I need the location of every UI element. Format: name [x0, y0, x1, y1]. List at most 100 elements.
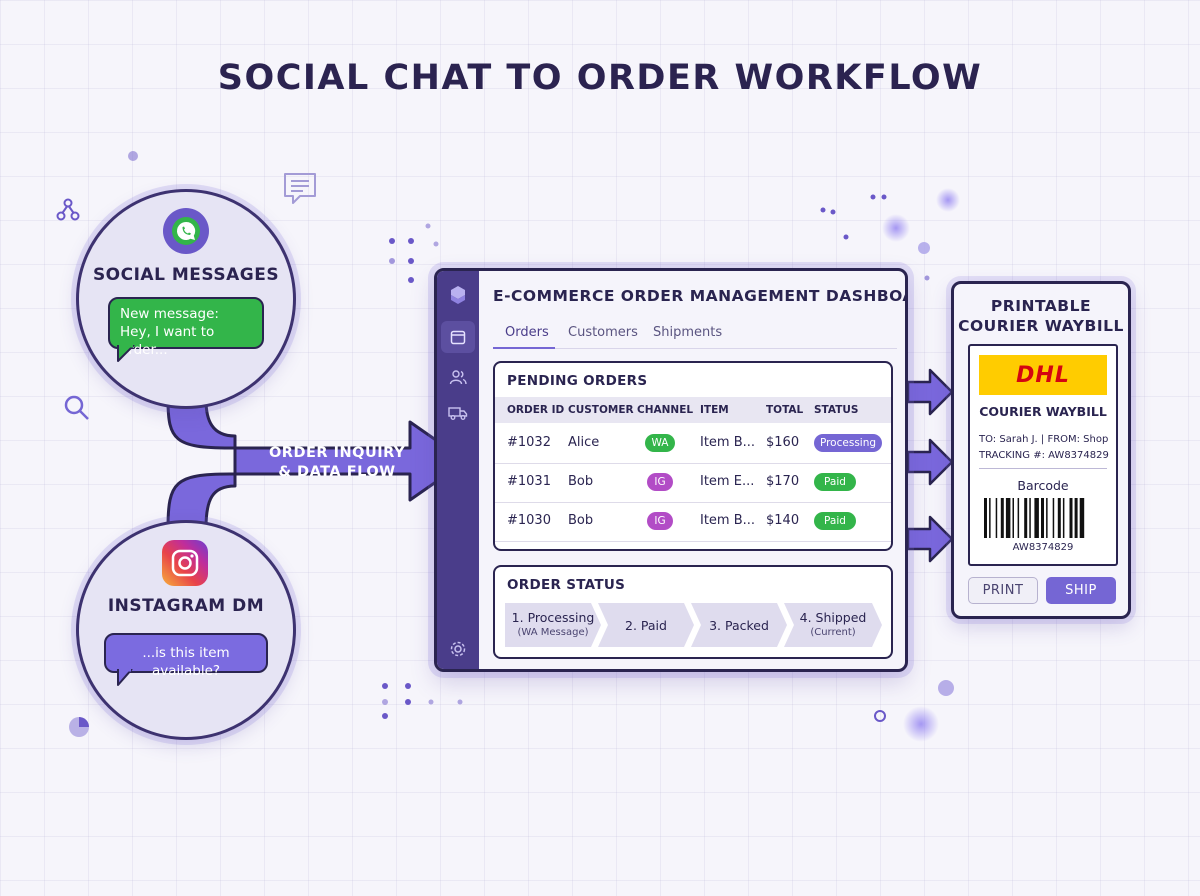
item-name: Item B... [700, 435, 756, 450]
column-header: TOTAL [766, 404, 804, 416]
pending-orders-panel: PENDING ORDERS ORDER ID CUSTOMER CHANNEL… [493, 361, 893, 551]
search-icon [64, 395, 89, 420]
ring-orb [874, 710, 886, 722]
order-id: #1032 [507, 435, 551, 450]
status-step-processing[interactable]: 1. Processing (WA Message) [505, 603, 601, 647]
print-button[interactable]: PRINT [968, 577, 1038, 604]
social-messages-label: SOCIAL MESSAGES [92, 265, 280, 285]
waybill-arrow-2 [906, 438, 954, 486]
column-header: ITEM [700, 404, 729, 416]
step-sublabel: (WA Message) [517, 627, 589, 638]
logo-icon[interactable] [444, 281, 472, 309]
table-row[interactable]: #1032 Alice WA Item B... $160 Processing [495, 425, 891, 463]
step-label: 3. Packed [709, 617, 769, 633]
flow-label-line-2: & DATA FLOW [278, 464, 396, 480]
table-row[interactable]: #1030 Bob IG Item B... $140 Paid [495, 503, 891, 541]
tab-orders[interactable]: Orders [505, 325, 549, 340]
bubble-line-2: Hey, I want to order... [120, 324, 215, 358]
barcode-icon [984, 498, 1085, 538]
order-id: #1031 [507, 474, 551, 489]
table-row[interactable]: #1031 Bob IG Item E... $170 Paid [495, 464, 891, 502]
flow-label-line-1: ORDER INQUIRY [268, 445, 406, 461]
instagram-message-bubble: ...is this item available? [104, 633, 268, 679]
settings-icon[interactable] [444, 635, 472, 663]
waybill-title-line-2: COURIER WAYBILL [958, 317, 1124, 335]
order-status-panel: ORDER STATUS 1. Processing (WA Message) … [493, 565, 893, 659]
row-divider [495, 502, 891, 503]
item-name: Item B... [700, 513, 756, 528]
calendar-icon[interactable] [441, 321, 475, 353]
order-inquiry-flow-arrow [166, 398, 468, 530]
dashboard-sidebar [437, 271, 479, 669]
instagram-dm-label: INSTAGRAM DM [107, 596, 265, 616]
status-badge: Paid [814, 512, 856, 530]
status-badge: Paid [814, 473, 856, 491]
waybill-arrow-3 [906, 515, 954, 563]
order-total: $170 [766, 474, 800, 489]
glow-orb-2 [936, 188, 960, 212]
barcode-number: AW8374829 [1012, 542, 1074, 553]
bubble-line-1: New message: [120, 306, 219, 322]
whatsapp-message-bubble: New message: Hey, I want to order... [108, 297, 264, 358]
share-nodes-icon [56, 198, 80, 221]
waybill-subtitle: COURIER WAYBILL [979, 404, 1107, 419]
order-status-title: ORDER STATUS [507, 577, 626, 593]
whatsapp-icon [163, 208, 209, 254]
waybill-to-from: TO: Sarah J. | FROM: Shop [979, 434, 1109, 445]
orb-5 [938, 680, 954, 696]
tab-shipments[interactable]: Shipments [653, 325, 723, 340]
decorative-dots [128, 151, 930, 719]
step-sublabel: (Current) [810, 627, 856, 638]
step-label: 4. Shipped [799, 610, 867, 625]
dashboard-title: E-COMMERCE ORDER MANAGEMENT DASHBOARD [493, 287, 908, 305]
order-total: $140 [766, 513, 800, 528]
waybill-title-line-1: PRINTABLE [990, 297, 1092, 315]
order-id: #1030 [507, 513, 551, 528]
tab-divider [493, 348, 897, 349]
order-dashboard: E-COMMERCE ORDER MANAGEMENT DASHBOARD Or… [434, 268, 908, 672]
glow-orb-1 [882, 214, 910, 242]
truck-icon[interactable] [444, 399, 472, 427]
instagram-icon [162, 540, 208, 586]
waybill-divider [979, 468, 1107, 469]
row-divider [495, 463, 891, 464]
customer-name: Alice [568, 435, 600, 450]
waybill-title: PRINTABLE COURIER WAYBILL [954, 296, 1128, 336]
waybill-card: DHL COURIER WAYBILL TO: Sarah J. | FROM:… [968, 344, 1118, 566]
page-title: SOCIAL CHAT TO ORDER WORKFLOW [217, 58, 983, 98]
item-name: Item E... [700, 474, 755, 489]
step-label: 1. Processing [511, 610, 595, 625]
orb-4 [918, 242, 930, 254]
dhl-logo-text: DHL [1016, 362, 1070, 388]
channel-chip: IG [647, 512, 673, 530]
step-label: 2. Paid [625, 617, 667, 633]
column-header: STATUS [814, 404, 859, 416]
order-total: $160 [766, 435, 800, 450]
active-tab-indicator [493, 347, 555, 349]
whatsapp-bubble-tail [117, 345, 135, 362]
waybill-tracking: TRACKING #: AW8374829 [979, 450, 1109, 461]
chat-icon [284, 173, 316, 204]
status-badge: Processing [814, 434, 882, 452]
orders-table-header: ORDER ID CUSTOMER CHANNEL ITEM TOTAL STA… [495, 397, 891, 423]
channel-chip: IG [647, 473, 673, 491]
column-header: CHANNEL [637, 404, 694, 416]
channel-chip: WA [645, 434, 675, 452]
courier-waybill-panel: PRINTABLE COURIER WAYBILL DHL COURIER WA… [951, 281, 1131, 619]
pie-chart-icon [69, 717, 89, 737]
flow-label: ORDER INQUIRY & DATA FLOW [262, 444, 412, 482]
tab-customers[interactable]: Customers [568, 325, 638, 340]
status-step-shipped[interactable]: 4. Shipped (Current) [784, 603, 882, 647]
row-divider [495, 541, 891, 542]
waybill-arrow-1 [906, 368, 954, 416]
ship-button[interactable]: SHIP [1046, 577, 1116, 604]
instagram-bubble-tail [117, 669, 133, 686]
customer-name: Bob [568, 474, 594, 489]
status-step-paid[interactable]: 2. Paid [598, 603, 694, 647]
customer-name: Bob [568, 513, 594, 528]
column-header: CUSTOMER [568, 404, 634, 416]
status-step-packed[interactable]: 3. Packed [691, 603, 787, 647]
users-icon[interactable] [444, 363, 472, 391]
pending-orders-title: PENDING ORDERS [507, 373, 648, 389]
